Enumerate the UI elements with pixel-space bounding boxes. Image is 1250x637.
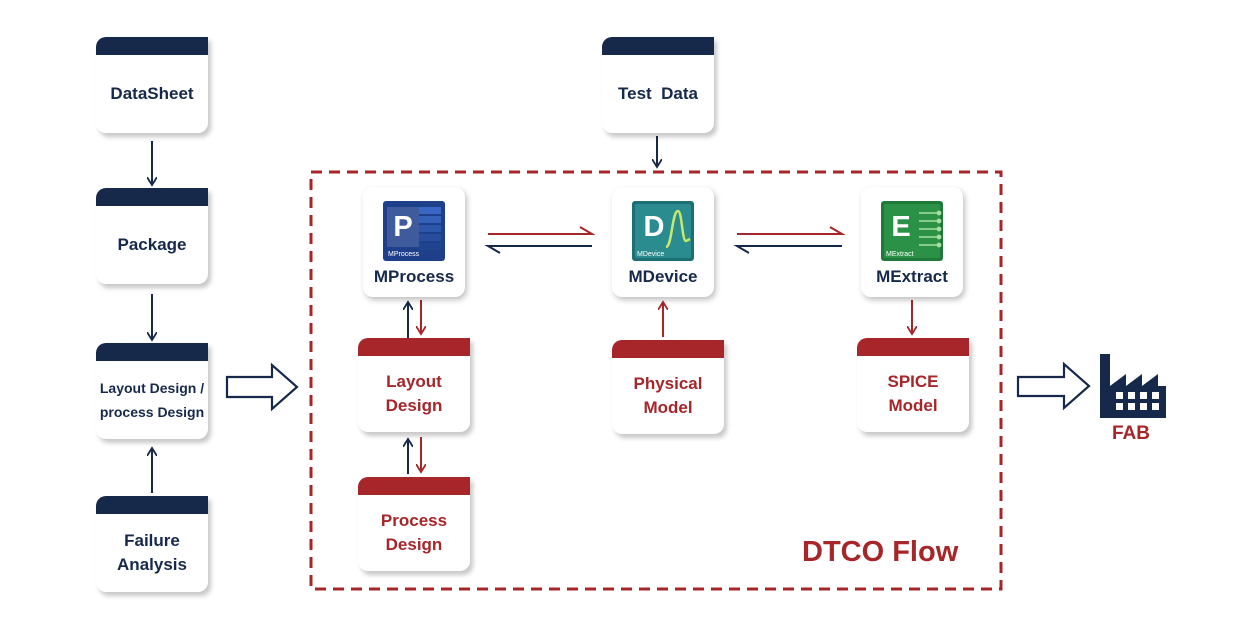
layout-design-box: Layout Design — [358, 338, 470, 432]
mdevice-label: MDevice — [628, 267, 698, 286]
spice-model-line-1: SPICE — [887, 372, 939, 391]
card-header-band — [612, 340, 724, 358]
mprocess-logo-sub: MProcess — [388, 251, 420, 258]
physical-model-line-2: Model — [643, 398, 693, 417]
card-header-band — [358, 477, 470, 495]
mprocess-logo-letter: P — [393, 211, 412, 243]
process-design-line-1: Process — [380, 511, 448, 530]
physical-model-label: Physical Model — [612, 358, 724, 434]
dtco-flow-frame — [309, 170, 1003, 591]
hollow-arrow-into-dtco — [225, 362, 299, 412]
card-header-band — [358, 338, 470, 356]
mextract-logo-sub: MExtract — [886, 251, 914, 258]
failure-analysis-label: Failure Analysis — [96, 514, 208, 592]
mdevice-logo-letter: D — [644, 211, 665, 243]
mdevice-logo-sub: MDevice — [637, 251, 664, 258]
test-data-box: Test Data — [602, 37, 714, 133]
failure-analysis-line-2: Analysis — [117, 555, 187, 574]
package-label: Package — [117, 235, 187, 254]
arrow-mextract-to-mdevice — [733, 245, 842, 254]
card-header-band — [96, 37, 208, 55]
arrow-mprocess-to-mdevice — [488, 226, 596, 235]
arrow-mdevice-to-mextract — [737, 226, 846, 235]
layout-process-line-1: Layout Design / — [99, 380, 205, 396]
mprocess-logo: P MProcess — [383, 201, 445, 261]
mprocess-tool-card: P MProcess MProcess — [363, 187, 465, 297]
layout-design-line-2: Design — [385, 396, 443, 415]
process-design-line-2: Design — [385, 535, 443, 554]
arrow-mdevice-to-mprocess — [484, 245, 592, 254]
mextract-label: MExtract — [876, 267, 948, 286]
failure-analysis-box: Failure Analysis — [96, 496, 208, 592]
layout-design-label: Layout Design — [358, 356, 470, 432]
factory-icon — [1100, 354, 1166, 418]
mextract-logo-letter: E — [891, 211, 910, 243]
process-design-box: Process Design — [358, 477, 470, 571]
layout-process-line-2: process Design — [99, 404, 205, 420]
mdevice-logo: D MDevice — [632, 201, 694, 261]
fab-label: FAB — [1112, 423, 1150, 444]
dtco-flow-title: DTCO Flow — [802, 536, 959, 568]
card-header-band — [96, 496, 208, 514]
package-box: Package — [96, 188, 208, 284]
card-header-band — [96, 188, 208, 206]
process-design-label: Process Design — [358, 495, 470, 571]
physical-model-line-1: Physical — [633, 374, 703, 393]
layout-process-design-label: Layout Design / process Design — [96, 361, 208, 439]
datasheet-box: DataSheet — [96, 37, 208, 133]
spice-model-box: SPICE Model — [857, 338, 969, 432]
test-data-label: Test Data — [618, 84, 698, 103]
mdevice-tool-card: D MDevice MDevice — [612, 187, 714, 297]
spice-model-line-2: Model — [888, 396, 938, 415]
datasheet-label: DataSheet — [110, 84, 194, 103]
mextract-tool-card: E MExtract MExtract — [861, 187, 963, 297]
hollow-arrow-to-fab — [1016, 361, 1091, 411]
physical-model-box: Physical Model — [612, 340, 724, 434]
mextract-logo: E MExtract — [881, 201, 943, 261]
layout-design-line-1: Layout — [386, 372, 442, 391]
failure-analysis-line-1: Failure — [124, 531, 180, 550]
spice-model-label: SPICE Model — [857, 356, 969, 432]
card-header-band — [602, 37, 714, 55]
mprocess-label: MProcess — [373, 267, 455, 286]
layout-process-design-box: Layout Design / process Design — [96, 343, 208, 439]
card-header-band — [857, 338, 969, 356]
card-header-band — [96, 343, 208, 361]
